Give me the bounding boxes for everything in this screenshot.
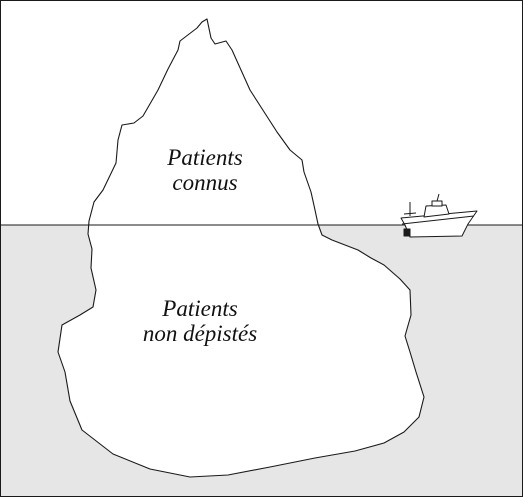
undiagnosed-patients-label-line1: Patients [100,296,300,321]
known-patients-label: Patients connus [110,145,300,195]
undiagnosed-patients-label: Patients non dépistés [100,296,300,346]
known-patients-label-line1: Patients [110,145,300,170]
known-patients-label-line2: connus [110,170,300,195]
undiagnosed-patients-label-line2: non dépistés [100,321,300,346]
